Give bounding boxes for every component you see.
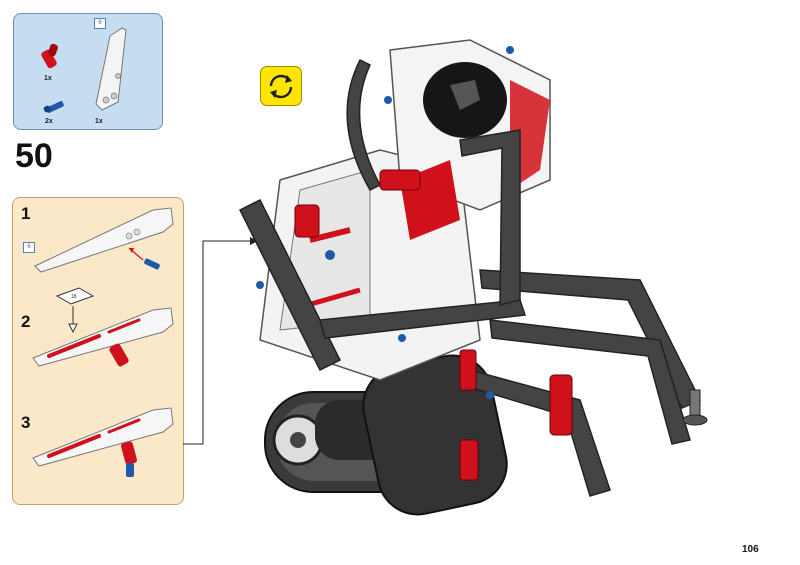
red-connectors: [294, 169, 573, 481]
substep-panel: 1 2 3 6 18: [12, 197, 184, 505]
sticker-sheet: [55, 287, 95, 334]
sticker-label: 18: [71, 294, 77, 300]
gripper-foot: [682, 389, 708, 426]
qty-white-panel: 1x: [95, 118, 103, 125]
substep-1-panel: [34, 207, 174, 273]
substep-1-length-tag: 6: [23, 242, 35, 253]
substep-2-panel: [32, 307, 174, 367]
parts-list-panel: 6 1x 2x 1x: [13, 13, 163, 130]
substep-illustrations: 18: [32, 207, 174, 477]
blue-axle-pin-icon: [43, 101, 64, 113]
red-angle-connector-icon: [41, 43, 58, 69]
panel-length-tag: 6: [94, 18, 106, 29]
page-number: 106: [742, 544, 759, 555]
step-number: 50: [15, 137, 53, 175]
blue-pins: [256, 46, 514, 399]
robot-model-illustration: [238, 39, 708, 516]
rotate-model-icon: [260, 66, 302, 106]
qty-blue-pin: 2x: [45, 118, 53, 125]
substep-1-label: 1: [21, 204, 31, 223]
substep-3-panel: [32, 407, 174, 477]
parts-illustration: [41, 27, 127, 113]
qty-red-angle: 1x: [44, 75, 52, 82]
substep-2-label: 2: [21, 312, 31, 331]
white-panel-icon: [95, 27, 127, 111]
substep-3-label: 3: [21, 413, 31, 432]
rotate-arrows-icon: [269, 74, 293, 99]
